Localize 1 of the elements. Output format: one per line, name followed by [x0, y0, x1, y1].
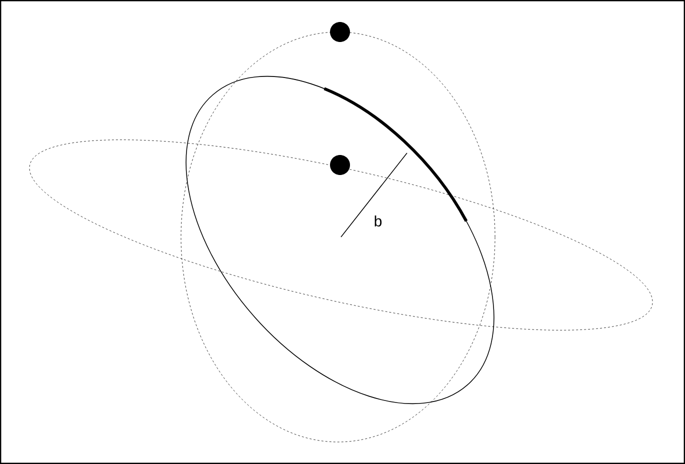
label: b — [374, 216, 382, 226]
